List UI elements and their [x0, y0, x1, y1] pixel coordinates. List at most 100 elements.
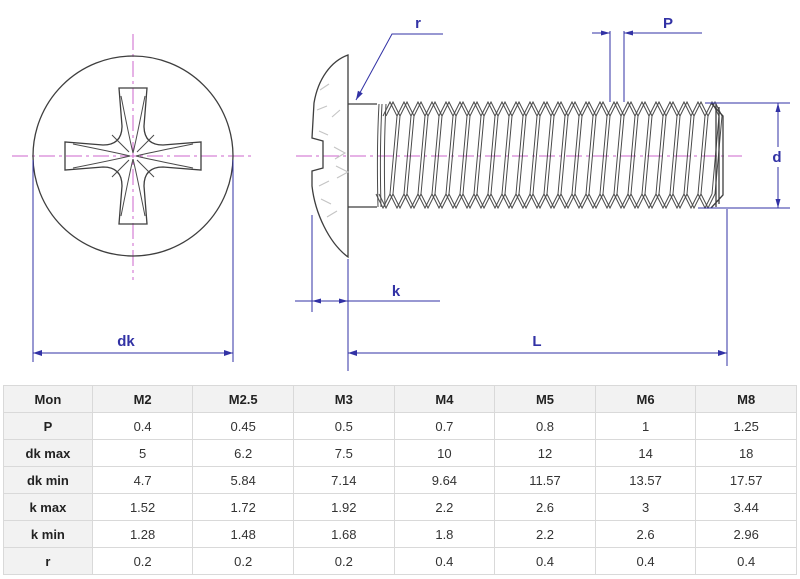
arrow-icon: [601, 30, 610, 36]
thread-section: [375, 100, 723, 210]
spec-value-cell: 17.57: [695, 466, 797, 494]
arrow-icon: [718, 350, 727, 356]
arrow-icon: [224, 350, 233, 356]
spec-value-cell: 0.2: [91, 547, 194, 575]
P-label: P: [663, 15, 673, 32]
spec-value-cell: 10: [393, 439, 496, 467]
spec-value-cell: 0.2: [293, 547, 395, 575]
spec-value-cell: 3: [594, 493, 697, 521]
spec-col-header: M8: [695, 385, 797, 413]
spec-value-cell: 2.2: [494, 520, 596, 548]
technical-drawing: dk r P: [12, 15, 790, 371]
arrow-icon: [33, 350, 42, 356]
arrow-icon: [775, 103, 781, 112]
spec-value-cell: 1: [594, 412, 697, 440]
spec-value-cell: 0.5: [293, 412, 395, 440]
spec-value-cell: 6.2: [192, 439, 294, 467]
dim-L: L: [348, 209, 728, 366]
spec-col-header: M6: [594, 385, 697, 413]
spec-value-cell: 14: [594, 439, 697, 467]
spec-value-cell: 1.68: [293, 520, 395, 548]
spec-value-cell: 0.2: [192, 547, 294, 575]
spec-value-cell: 1.25: [695, 412, 797, 440]
spec-col-header: M2.5: [192, 385, 294, 413]
spec-value-cell: 7.14: [293, 466, 395, 494]
spec-value-cell: 1.28: [91, 520, 194, 548]
spec-value-cell: 9.64: [393, 466, 496, 494]
spec-value-cell: 2.2: [393, 493, 496, 521]
spec-value-cell: 1.52: [91, 493, 194, 521]
spec-value-cell: 11.57: [494, 466, 596, 494]
spec-value-cell: 0.4: [494, 547, 596, 575]
spec-value-cell: 0.45: [192, 412, 294, 440]
spec-value-cell: 2.6: [494, 493, 596, 521]
spec-row-label: r: [3, 547, 93, 575]
dk-label: dk: [117, 333, 135, 350]
head-sketch-lines: [316, 83, 350, 218]
phillips-recess: [64, 87, 202, 225]
k-label: k: [392, 283, 401, 300]
spec-col-header: M2: [91, 385, 194, 413]
spec-value-cell: 0.4: [393, 547, 496, 575]
spec-value-cell: 1.48: [192, 520, 294, 548]
thread-runout: [376, 103, 387, 208]
spec-value-cell: 7.5: [293, 439, 395, 467]
dim-P: P: [592, 15, 702, 102]
spec-row-label: dk min: [3, 466, 93, 494]
spec-row-label: k min: [3, 520, 93, 548]
L-label: L: [532, 333, 541, 350]
r-label: r: [415, 15, 421, 32]
screw-drawing-svg: dk r P: [12, 15, 790, 371]
arrow-icon: [348, 350, 357, 356]
d-label: d: [772, 149, 781, 166]
spec-value-cell: 3.44: [695, 493, 797, 521]
spec-row-label: P: [3, 412, 93, 440]
spec-value-cell: 1.8: [393, 520, 496, 548]
spec-value-cell: 1.92: [293, 493, 395, 521]
dim-k: k: [295, 215, 440, 371]
spec-col-header: M4: [393, 385, 496, 413]
spec-value-cell: 0.8: [494, 412, 596, 440]
arrow-icon: [312, 298, 321, 304]
spec-value-cell: 12: [494, 439, 596, 467]
shank-neck: [348, 103, 377, 208]
spec-value-cell: 0.4: [91, 412, 194, 440]
thread-end-chamfer: [710, 102, 724, 209]
arrow-icon: [356, 90, 363, 100]
arrow-icon: [775, 199, 781, 208]
spec-value-cell: 13.57: [594, 466, 697, 494]
spec-value-cell: 4.7: [91, 466, 194, 494]
spec-col-header: M5: [494, 385, 596, 413]
screw-head-outline: [311, 54, 349, 259]
side-view: r P d k: [295, 15, 790, 371]
spec-col-header: Mon: [3, 385, 93, 413]
spec-row-label: dk max: [3, 439, 93, 467]
spec-value-cell: 0.4: [594, 547, 697, 575]
arrow-icon: [624, 30, 633, 36]
spec-value-cell: 0.7: [393, 412, 496, 440]
dim-d: d: [698, 102, 790, 209]
spec-value-cell: 0.4: [695, 547, 797, 575]
dim-dk: dk: [32, 160, 234, 362]
spec-value-cell: 2.96: [695, 520, 797, 548]
spec-value-cell: 5: [91, 439, 194, 467]
spec-value-cell: 1.72: [192, 493, 294, 521]
spec-row-label: k max: [3, 493, 93, 521]
spec-col-header: M3: [293, 385, 395, 413]
thread-lines: [389, 115, 723, 195]
front-view: dk: [12, 34, 254, 362]
spec-value-cell: 2.6: [594, 520, 697, 548]
arrow-icon: [339, 298, 348, 304]
spec-value-cell: 5.84: [192, 466, 294, 494]
head-circle: [32, 55, 234, 257]
dim-r: r: [355, 15, 443, 101]
